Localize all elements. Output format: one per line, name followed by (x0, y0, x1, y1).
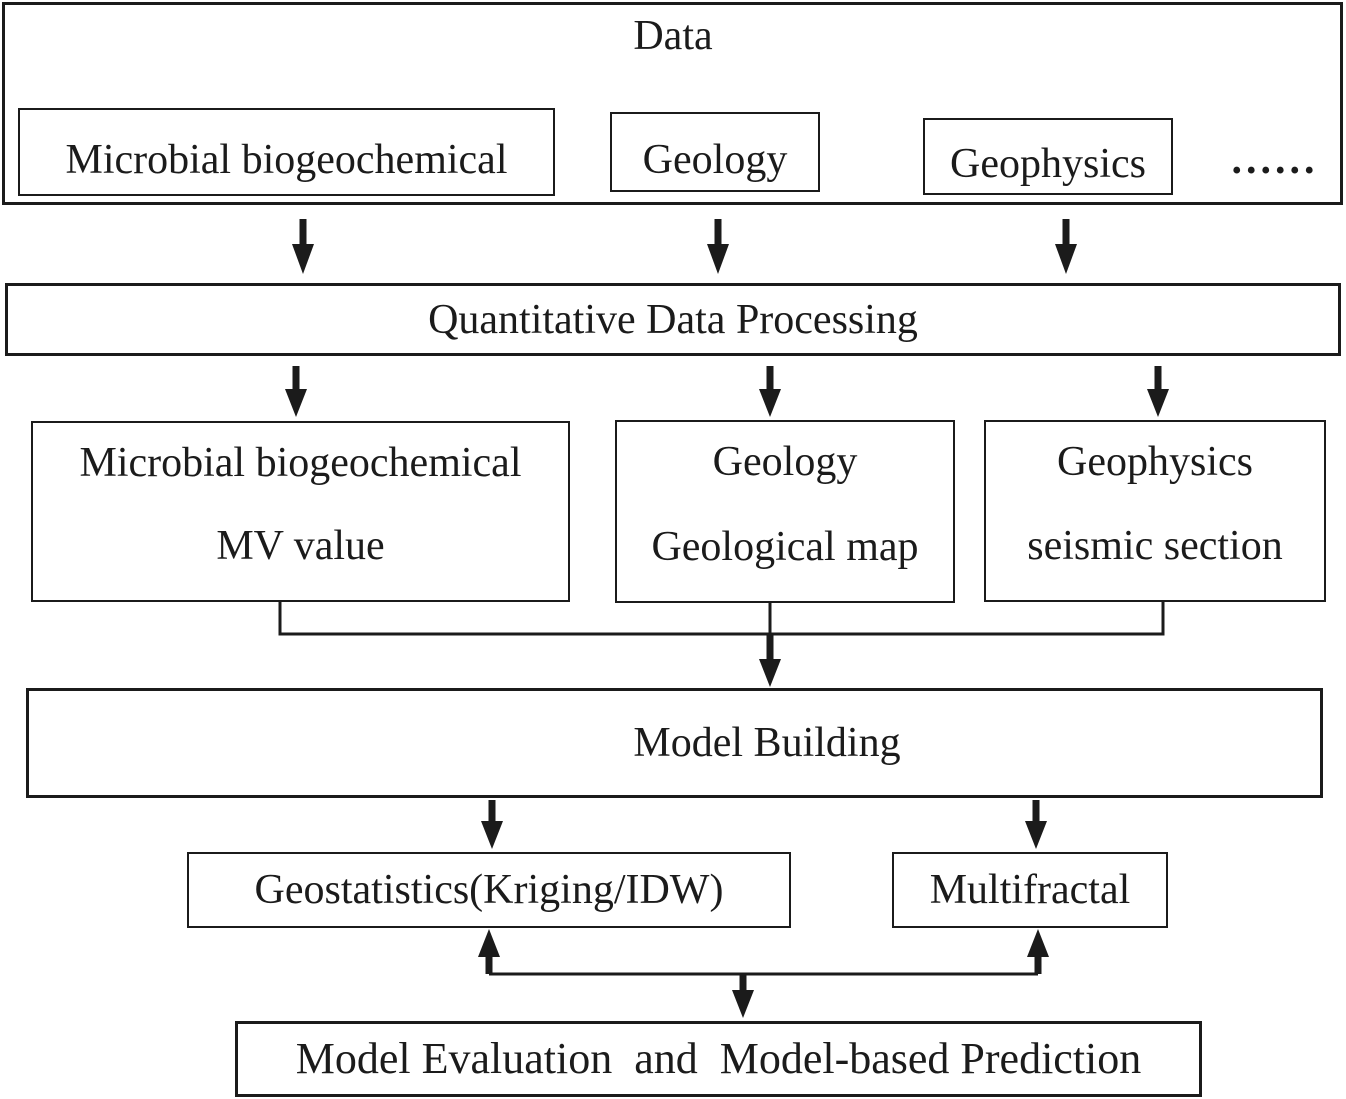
output-geophysics-line2: seismic section (1027, 523, 1283, 569)
source-label-geology: Geology (642, 137, 788, 183)
method-box-geostatistics: Geostatistics(Kriging/IDW) (187, 852, 791, 928)
arrow-down-to-evaluation (732, 974, 754, 1018)
source-box-geology: Geology (610, 112, 820, 192)
arrow-down-qdp-to-microbial (285, 366, 307, 417)
arrow-down-data-to-qdp-middle (707, 219, 729, 274)
output-box-geophysics-seismic: Geophysics seismic section (984, 420, 1326, 602)
model-building-label: Model Building (633, 720, 901, 766)
method-label-multifractal: Multifractal (929, 867, 1131, 913)
arrow-down-model-to-geostatistics (481, 800, 503, 849)
model-building-box: Model Building (26, 688, 1323, 798)
output-geophysics-line1: Geophysics (1057, 439, 1253, 485)
quantitative-data-processing-label: Quantitative Data Processing (428, 296, 918, 343)
arrow-down-model-to-multifractal (1025, 800, 1047, 849)
arrow-up-to-multifractal (1027, 929, 1049, 974)
output-microbial-line1: Microbial biogeochemical (79, 440, 522, 486)
data-section-title: Data (633, 13, 713, 59)
output-microbial-line2: MV value (216, 523, 385, 569)
arrow-down-data-to-qdp-left (292, 219, 314, 274)
method-label-geostatistics: Geostatistics(Kriging/IDW) (254, 867, 724, 913)
more-sources-ellipsis: ...... (1231, 137, 1319, 183)
output-box-microbial-mv-value: Microbial biogeochemical MV value (31, 421, 570, 602)
arrow-down-qdp-to-geophysics (1147, 366, 1169, 417)
arrow-down-data-to-qdp-right (1055, 219, 1077, 274)
arrow-down-qdp-to-geology (759, 366, 781, 417)
arrow-up-to-geostatistics (478, 929, 500, 974)
arrow-down-merge-to-model (759, 634, 781, 687)
model-evaluation-box: Model Evaluation and Model-based Predict… (235, 1021, 1202, 1097)
source-label-microbial-biogeochemical: Microbial biogeochemical (65, 137, 508, 183)
merge-connector (278, 601, 1165, 636)
source-box-microbial-biogeochemical: Microbial biogeochemical (18, 108, 555, 196)
model-evaluation-label: Model Evaluation and Model-based Predict… (295, 1034, 1142, 1083)
source-box-geophysics: Geophysics (923, 118, 1173, 195)
method-box-multifractal: Multifractal (892, 852, 1168, 928)
source-label-geophysics: Geophysics (950, 140, 1146, 187)
output-box-geology-map: Geology Geological map (615, 420, 955, 603)
output-geology-line2: Geological map (651, 524, 919, 570)
output-geology-line1: Geology (712, 439, 858, 485)
quantitative-data-processing-box: Quantitative Data Processing (5, 283, 1341, 356)
